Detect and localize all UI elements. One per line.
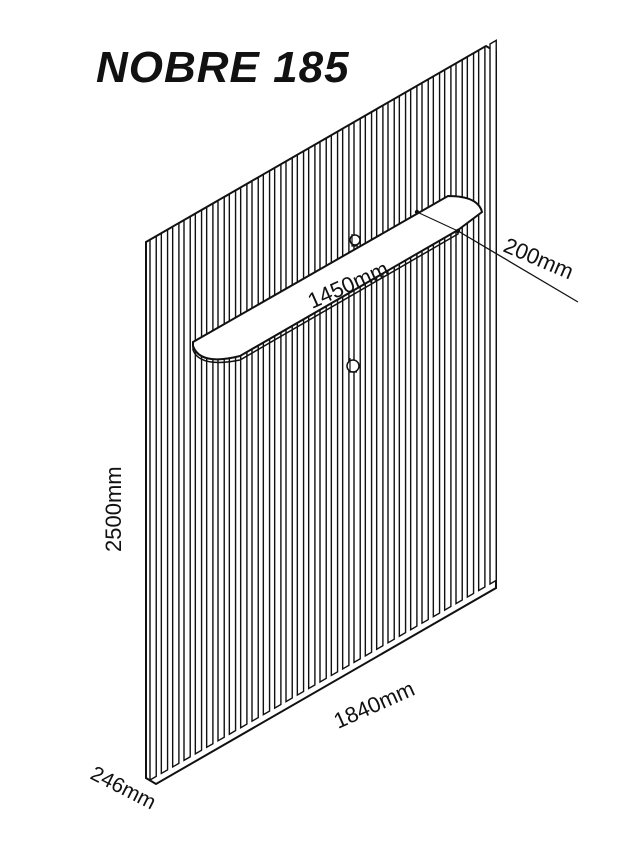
slat xyxy=(307,143,316,690)
top-bracket-icon xyxy=(349,234,361,247)
slat xyxy=(409,84,418,631)
slat xyxy=(341,124,350,671)
panel-slats xyxy=(149,39,497,782)
slat xyxy=(239,182,248,729)
panel-outline xyxy=(145,44,497,786)
slat xyxy=(251,176,259,723)
slat xyxy=(149,235,157,782)
depth-label: 246mm xyxy=(87,762,160,814)
middle-bracket-icon xyxy=(346,358,360,373)
product-title: NOBRE 185 xyxy=(96,43,350,92)
slat xyxy=(398,91,407,638)
slat xyxy=(319,137,327,684)
height-label: 2500mm xyxy=(101,466,126,552)
slat xyxy=(455,58,463,605)
slat xyxy=(466,52,475,599)
shelf-depth-dimension-line xyxy=(457,230,579,303)
slat xyxy=(183,215,191,762)
slat xyxy=(443,65,452,612)
slat xyxy=(273,163,282,710)
slat xyxy=(353,117,361,664)
slat xyxy=(477,45,486,592)
slat xyxy=(217,195,225,743)
slat xyxy=(160,228,169,775)
slat xyxy=(375,104,384,651)
slat xyxy=(228,189,237,736)
slat xyxy=(330,130,339,677)
width-label: 1840mm xyxy=(330,676,418,734)
slat xyxy=(262,169,271,716)
shelf-depth-extension-line xyxy=(416,211,459,232)
slat xyxy=(285,156,293,703)
slat xyxy=(387,97,395,645)
slat xyxy=(194,209,203,756)
slat xyxy=(205,202,214,749)
slat xyxy=(421,78,429,625)
slat xyxy=(364,111,373,658)
slat xyxy=(432,71,441,618)
slat xyxy=(296,150,305,697)
shelf-depth-label: 200mm xyxy=(500,233,577,285)
slatted-panel xyxy=(145,39,497,786)
slat xyxy=(171,222,180,769)
slat xyxy=(489,39,497,586)
